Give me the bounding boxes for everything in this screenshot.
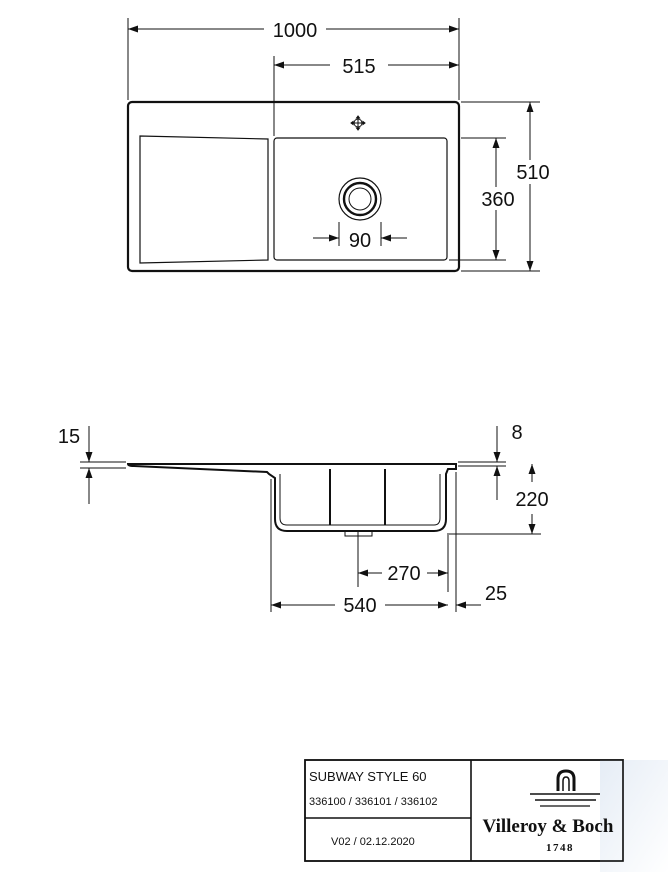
dim-bowl-length-540: 540: [343, 595, 376, 617]
version-date: V02 / 02.12.2020: [331, 836, 415, 848]
title-block: [304, 759, 668, 872]
dim-bowl-width-515: 515: [342, 56, 375, 78]
brand-year: 1748: [546, 842, 574, 854]
brand-name: Villeroy & Boch: [483, 816, 614, 837]
brand-logo: Villeroy & Boch 1748: [483, 769, 614, 854]
dim-bowl-depth-360: 360: [481, 189, 514, 211]
drainer-board: [139, 135, 269, 264]
article-numbers: 336100 / 336101 / 336102: [309, 796, 437, 808]
dim-drain-90: 90: [349, 230, 371, 252]
tap-hole-icon: [350, 115, 366, 131]
dim-rim-thickness-8: 8: [511, 422, 522, 444]
dim-drain-offset-270: 270: [387, 563, 420, 585]
dim-depth-510: 510: [516, 162, 549, 184]
dim-width-1000: 1000: [273, 20, 318, 42]
product-name: SUBWAY STYLE 60: [309, 769, 427, 784]
sink-outline: [126, 100, 461, 273]
bowl-outline: [273, 137, 448, 261]
sink-profile: [126, 463, 457, 532]
dim-bowl-depth-220: 220: [515, 489, 548, 511]
logo-emblem-icon: [530, 769, 600, 807]
side-view: [80, 426, 541, 612]
drain-icon: [338, 177, 382, 221]
top-view: [126, 18, 540, 273]
dim-edge-offset-25: 25: [485, 583, 507, 605]
dim-drainer-thickness-15: 15: [58, 426, 80, 448]
